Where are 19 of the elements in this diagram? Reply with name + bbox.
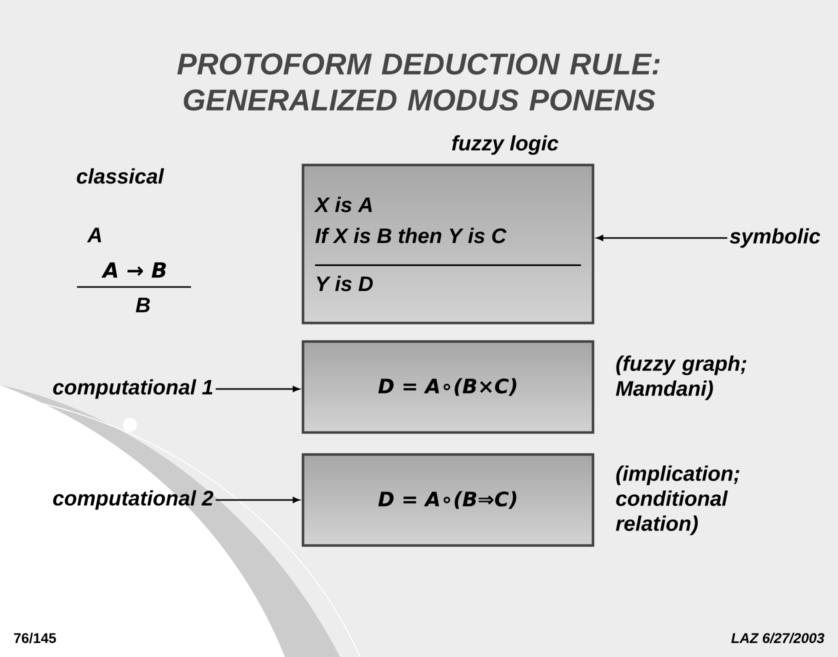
- text-label: symbolic: [730, 228, 820, 248]
- arrow: [596, 235, 728, 241]
- text-label: LAZ 6/27/2003: [731, 632, 824, 644]
- side-note: (fuzzy graph; Mamdani): [616, 356, 746, 400]
- formula-box: D = A∘(B⇒C): [302, 453, 594, 547]
- text-label: computational 2: [53, 490, 214, 510]
- text-label: B: [136, 298, 150, 312]
- text-label: computational 1: [53, 379, 212, 399]
- text-label: A → B: [101, 262, 166, 278]
- box-heading: fuzzy logic: [452, 135, 558, 155]
- formula-box: D = A∘(B×C): [302, 340, 594, 434]
- text-label: 76/145: [14, 632, 56, 644]
- rule-box: X is A If X is B then Y is C Y is D: [302, 164, 594, 324]
- title: PROTOFORM DEDUCTION RULE: GENERALIZED MODUS PONENS: [177, 53, 660, 111]
- side-note: (implication; conditional relation): [616, 466, 740, 536]
- arrow: [216, 386, 300, 392]
- arrow: [216, 497, 300, 503]
- text-label: classical: [76, 168, 164, 184]
- text-label: A: [87, 228, 102, 242]
